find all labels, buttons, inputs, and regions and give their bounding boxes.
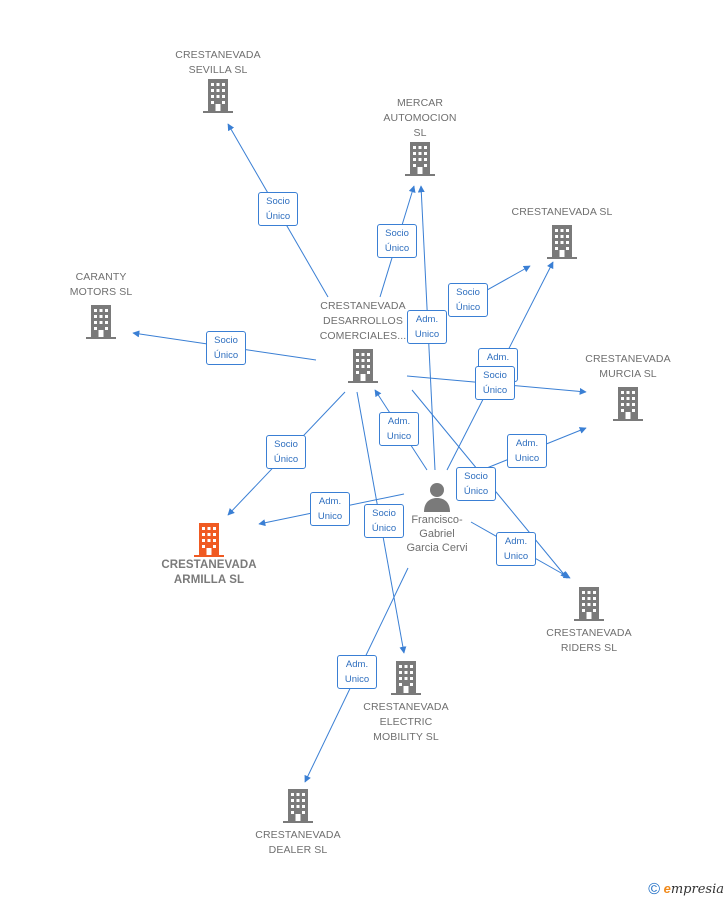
node-label: CARANTY MOTORS SL (69, 271, 133, 298)
brand-watermark: © empresia (648, 881, 724, 899)
edge-label-socio-unico[interactable]: Socio Único (377, 224, 417, 258)
building-icon (613, 387, 643, 421)
edge-label-adm-unico[interactable]: Adm. Unico (310, 492, 350, 526)
node-crestanevada-desarrollos[interactable]: CRESTANEVADA DESARROLLOS COMERCIALES... (288, 299, 438, 384)
building-icon (86, 305, 116, 339)
edge-label-socio-unico[interactable]: Socio Único (448, 283, 488, 317)
node-label: MERCAR AUTOMOCION SL (383, 97, 457, 139)
edge-label-socio-unico[interactable]: Socio Único (258, 192, 298, 226)
node-label: CRESTANEVADA DESARROLLOS COMERCIALES... (319, 300, 407, 342)
edge-label-adm-unico[interactable]: Adm. Unico (407, 310, 447, 344)
building-icon (405, 142, 435, 176)
node-label: CRESTANEVADA SL (511, 206, 613, 218)
node-crestanevada-dealer[interactable]: CRESTANEVADA DEALER SL (223, 788, 373, 858)
node-label: CRESTANEVADA ELECTRIC MOBILITY SL (363, 701, 449, 743)
node-crestanevada-sevilla[interactable]: CRESTANEVADA SEVILLA SL (143, 48, 293, 114)
edge-label-adm-unico[interactable]: Adm. Unico (379, 412, 419, 446)
building-icon (547, 225, 577, 259)
edge-label-socio-unico[interactable]: Socio Único (456, 467, 496, 501)
node-crestanevada-riders[interactable]: CRESTANEVADA RIDERS SL (514, 586, 664, 656)
building-icon (283, 789, 313, 823)
node-person[interactable]: Francisco- Gabriel Garcia Cervi (382, 481, 492, 555)
node-label: CRESTANEVADA SEVILLA SL (175, 49, 261, 76)
edge-label-adm-unico[interactable]: Adm. Unico (337, 655, 377, 689)
person-icon (424, 483, 450, 512)
node-crestanevada-sl[interactable]: CRESTANEVADA SL (487, 205, 637, 260)
node-caranty-motors[interactable]: CARANTY MOTORS SL (26, 270, 176, 340)
person-name: Francisco- Gabriel Garcia Cervi (406, 514, 468, 554)
edge-label-socio-unico[interactable]: Socio Único (475, 366, 515, 400)
node-label: CRESTANEVADA DEALER SL (255, 829, 341, 856)
building-icon (348, 349, 378, 383)
edge-label-adm-unico[interactable]: Adm. Unico (507, 434, 547, 468)
building-icon (194, 523, 224, 557)
node-crestanevada-murcia[interactable]: CRESTANEVADA MURCIA SL (553, 352, 703, 422)
node-crestanevada-electric[interactable]: CRESTANEVADA ELECTRIC MOBILITY SL (331, 660, 481, 745)
brand-initial: e (663, 881, 671, 896)
edge-label-socio-unico[interactable]: Socio Único (266, 435, 306, 469)
node-crestanevada-armilla[interactable]: CRESTANEVADA ARMILLA SL (134, 522, 284, 588)
node-label: CRESTANEVADA ARMILLA SL (161, 559, 257, 586)
brand-name: mpresia (670, 882, 724, 897)
building-icon (574, 587, 604, 621)
edge-label-socio-unico[interactable]: Socio Único (206, 331, 246, 365)
edge-label-adm-unico[interactable]: Adm. Unico (496, 532, 536, 566)
node-mercar-automocion[interactable]: MERCAR AUTOMOCION SL (345, 96, 495, 177)
building-icon (391, 661, 421, 695)
edge-label-socio-unico[interactable]: Socio Único (364, 504, 404, 538)
node-label: CRESTANEVADA MURCIA SL (585, 353, 671, 380)
node-label: CRESTANEVADA RIDERS SL (546, 627, 632, 654)
copyright-icon: © (648, 881, 660, 898)
building-icon (203, 79, 233, 113)
